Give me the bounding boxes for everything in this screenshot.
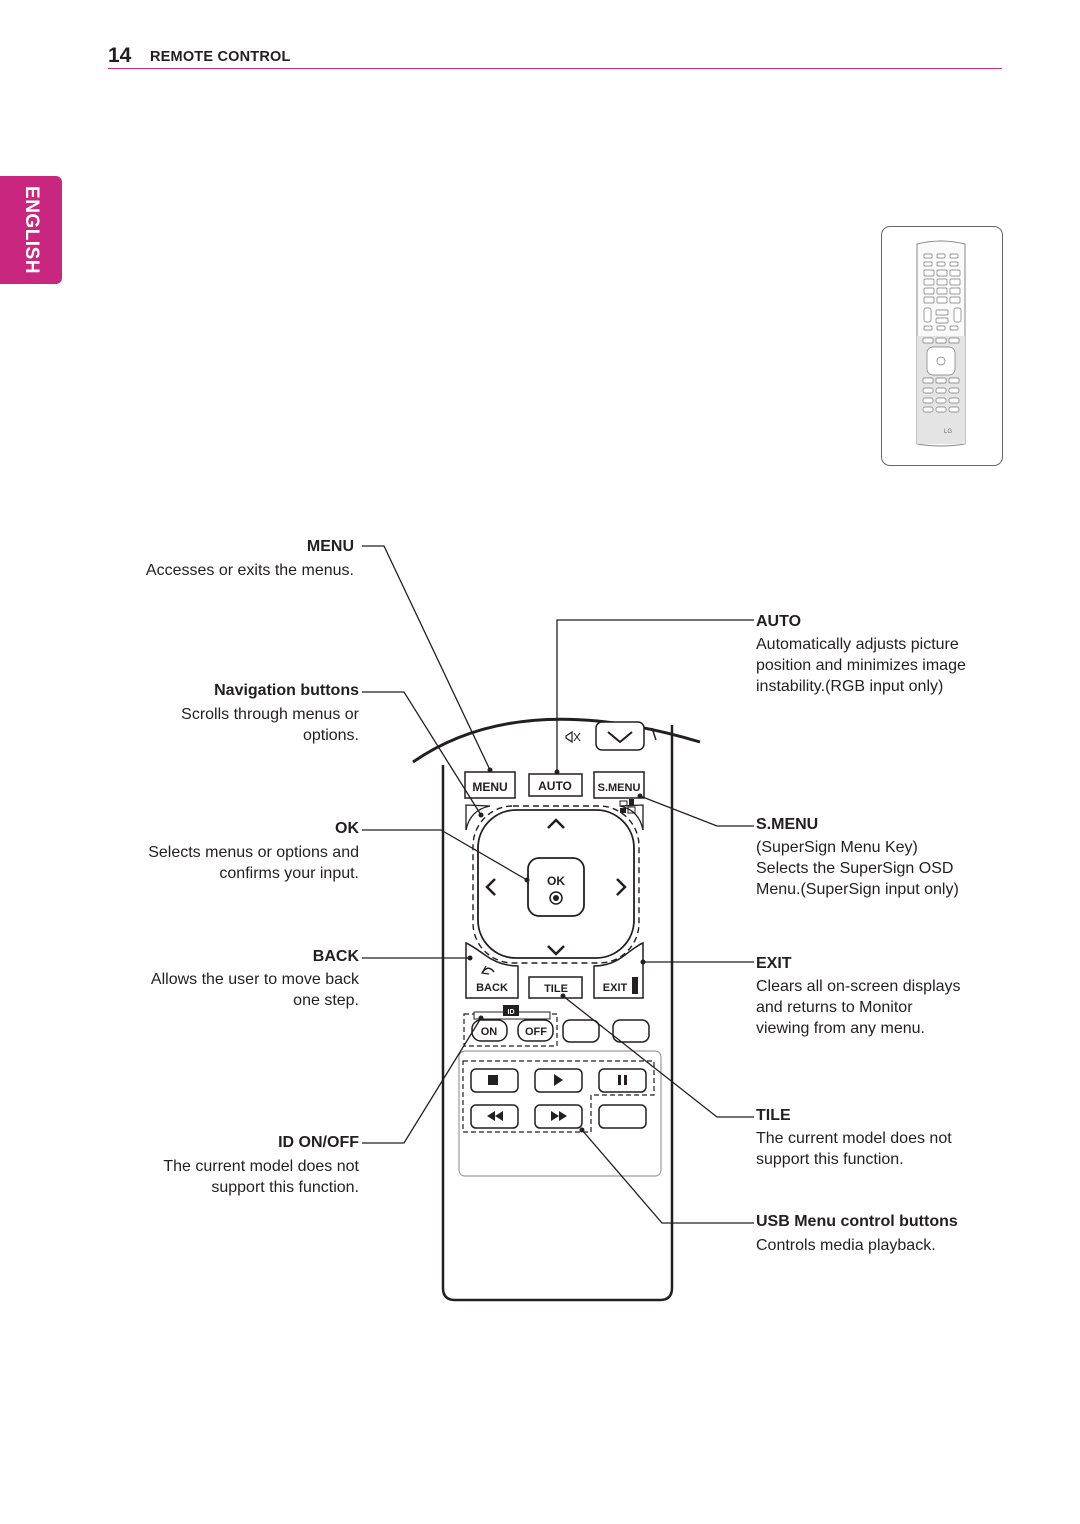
- remote-body-outline: [441, 725, 674, 1302]
- pause-icon: [618, 1075, 627, 1085]
- auto-button-label: AUTO: [538, 779, 572, 793]
- volume-down-button[interactable]: [595, 721, 645, 751]
- annotation-menu-title: MENU: [306, 538, 354, 555]
- annotation-back-desc-1: Allows the user to move back: [150, 971, 359, 988]
- annotation-navigation-desc-2: options.: [302, 727, 359, 744]
- id-highlight: [463, 1013, 558, 1047]
- nav-down-arrow-icon[interactable]: [547, 945, 565, 956]
- exit-button[interactable]: [593, 941, 644, 999]
- callout-line-usb: [581, 1129, 754, 1224]
- tile-button[interactable]: [528, 976, 583, 999]
- id-badge: [503, 1005, 519, 1016]
- annotation-smenu-desc-3: Menu.(SuperSign input only): [756, 881, 959, 898]
- color-button-2[interactable]: [612, 1019, 650, 1043]
- annotation-ok-desc-2: confirms your input.: [219, 865, 359, 882]
- color-button-1[interactable]: [562, 1019, 600, 1043]
- id-off-button-label: OFF: [525, 1026, 547, 1038]
- callout-line-auto: [556, 619, 754, 772]
- smenu-button-label: S.MENU: [598, 782, 641, 794]
- annotation-auto-desc-2: position and minimizes image: [756, 657, 966, 674]
- id-on-button-label: ON: [481, 1026, 498, 1038]
- annotation-exit-desc-2: and returns to Monitor: [756, 999, 913, 1016]
- annotation-menu-desc: Accesses or exits the menus.: [145, 562, 354, 579]
- nav-left-arrow-icon[interactable]: [485, 878, 496, 896]
- annotation-tile-desc-2: support this function.: [756, 1151, 904, 1168]
- menu-button-label: MENU: [472, 780, 507, 794]
- language-tab: ENGLISH: [0, 176, 62, 284]
- remote-cutaway-curve: [412, 717, 701, 764]
- stop-icon: [488, 1075, 498, 1085]
- annotation-ok-title: OK: [335, 820, 359, 837]
- annotation-ok-desc-1: Selects menus or options and: [148, 844, 359, 861]
- callout-line-ok: [362, 829, 528, 881]
- annotation-id-desc-2: support this function.: [211, 1179, 359, 1196]
- nav-up-arrow-icon[interactable]: [547, 818, 565, 829]
- pause-button[interactable]: [598, 1068, 647, 1093]
- annotation-navigation-title: Navigation buttons: [214, 682, 359, 699]
- nav-corner-decoration: [465, 804, 491, 831]
- fast-forward-button[interactable]: [534, 1104, 583, 1129]
- annotation-back-title: BACK: [312, 948, 359, 965]
- nav-corner-decoration: [619, 804, 644, 831]
- callout-line-menu: [362, 545, 491, 771]
- annotation-tile-title: TILE: [756, 1107, 791, 1124]
- rewind-icon: [487, 1111, 503, 1121]
- back-button-label: BACK: [476, 982, 508, 994]
- navigation-highlight: [472, 805, 640, 964]
- annotation-back-desc-2: one step.: [293, 992, 359, 1009]
- id-on-button[interactable]: [471, 1019, 508, 1042]
- chevron-down-icon: [607, 731, 633, 744]
- remote-thumbnail: LG: [916, 240, 966, 447]
- annotation-exit-desc-3: viewing from any menu.: [756, 1020, 925, 1037]
- ok-button-label: OK: [547, 874, 565, 888]
- annotation-auto-desc-1: Automatically adjusts picture: [756, 636, 959, 653]
- exit-button-label: EXIT: [603, 982, 628, 994]
- callout-line-smenu: [639, 795, 754, 827]
- header-rule: [108, 68, 1002, 69]
- thumbnail-logo: LG: [944, 429, 952, 435]
- annotation-exit-desc-1: Clears all on-screen displays: [756, 978, 961, 995]
- play-icon: [554, 1074, 563, 1086]
- annotation-exit-title: EXIT: [756, 955, 792, 972]
- tile-button-label: TILE: [544, 983, 568, 995]
- callout-line-navigation: [362, 691, 482, 816]
- annotation-smenu-desc-1: (SuperSign Menu Key): [756, 839, 918, 856]
- remote-edge-mark: [651, 727, 657, 741]
- mute-icon: [565, 730, 581, 744]
- nav-right-arrow-icon[interactable]: [616, 878, 627, 896]
- annotation-id-desc-1: The current model does not: [163, 1158, 359, 1175]
- page-number: 14: [108, 44, 132, 67]
- annotation-smenu-title: S.MENU: [756, 816, 819, 833]
- exit-bar-icon: [632, 977, 638, 994]
- id-off-button[interactable]: [517, 1019, 554, 1042]
- blank-button[interactable]: [598, 1104, 647, 1129]
- annotation-auto-desc-3: instability.(RGB input only): [756, 678, 944, 695]
- callout-line-tile: [562, 995, 754, 1118]
- annotation-tile-desc-1: The current model does not: [756, 1130, 952, 1147]
- annotation-usb-desc: Controls media playback.: [756, 1237, 936, 1254]
- ok-dot-icon: [549, 891, 563, 905]
- fast-forward-icon: [551, 1111, 567, 1121]
- id-badge-label: ID: [508, 1009, 515, 1016]
- ok-dot-center: [553, 895, 559, 901]
- usb-highlight: [462, 1060, 655, 1133]
- annotation-auto-title: AUTO: [756, 613, 802, 630]
- callout-line-id: [362, 1017, 482, 1144]
- section-title: REMOTE CONTROL: [150, 49, 291, 65]
- annotation-id-title: ID ON/OFF: [278, 1134, 359, 1151]
- annotation-usb-title: USB Menu control buttons: [756, 1213, 958, 1230]
- annotation-navigation-desc-1: Scrolls through menus or: [181, 706, 359, 723]
- annotation-smenu-desc-2: Selects the SuperSign OSD: [756, 860, 954, 877]
- ok-button[interactable]: [527, 857, 585, 917]
